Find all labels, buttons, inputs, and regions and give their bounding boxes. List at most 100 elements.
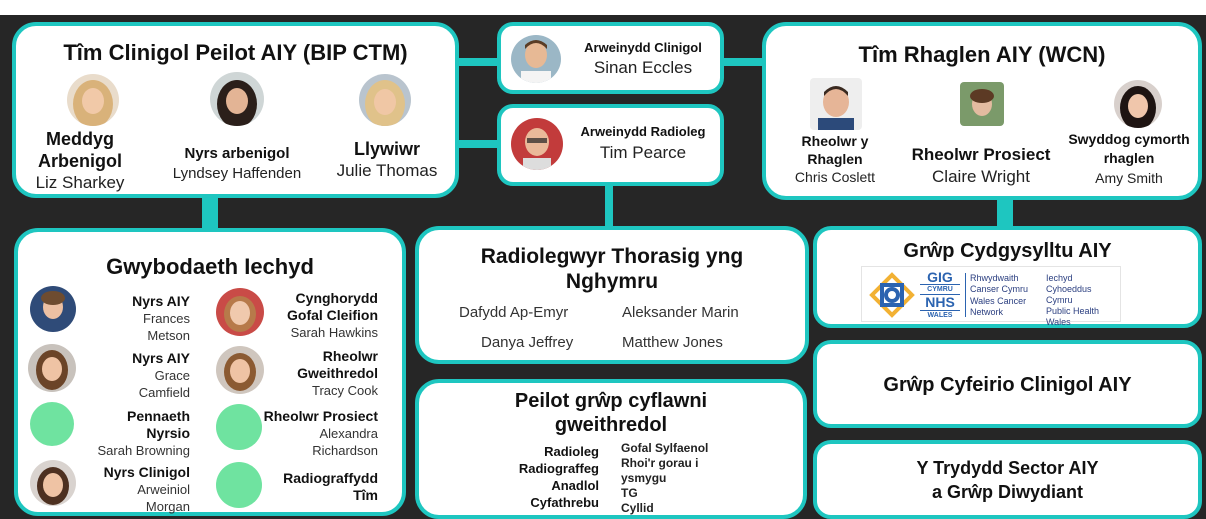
staff-role: Radiograffydd Tîm — [283, 470, 378, 503]
pilot-area-list: Radioleg Radiograffeg Anadlol Cyfathrebu — [479, 443, 599, 511]
health-intelligence-box: Gwybodaeth Iechyd Nyrs AIY Frances Metso… — [14, 228, 406, 516]
staff-name: Tracy Cook — [312, 383, 378, 398]
connector — [457, 140, 500, 148]
staff-member: Cynghorydd Gofal Cleifion Sarah Hawkins — [266, 290, 378, 341]
network-en-text: Wales Cancer Network — [970, 296, 1027, 317]
team-member: Meddyg Arbenigol Liz Sharkey — [16, 128, 144, 194]
cancer-network-logo: Rhwydwaith Canser Cymru Wales Cancer Net… — [970, 273, 1042, 318]
coordination-group-box: Grŵp Cydgysylltu AIY GIG CYMRU NHS WALES… — [813, 226, 1202, 328]
team-member: Rheolwr Prosiect Claire Wright — [906, 144, 1056, 188]
cymru-text: CYMRU — [920, 284, 960, 295]
pilot-area: Rhoi'r gorau i ysmygu — [621, 456, 699, 485]
connector — [997, 198, 1013, 230]
pilot-area: Radioleg — [544, 444, 599, 459]
pilot-area: TG — [621, 486, 638, 500]
partner-logos: GIG CYMRU NHS WALES Rhwydwaith Canser Cy… — [861, 266, 1121, 327]
gig-text: GIG — [927, 269, 953, 285]
staff-member: Rheolwr Gweithredol Tracy Cook — [266, 348, 378, 399]
staff-role: Nyrs Clinigol — [103, 464, 190, 480]
photo-placeholder — [216, 404, 262, 450]
avatar — [210, 72, 264, 126]
lead-role: Arweinydd Radioleg — [580, 124, 706, 139]
staff-member: Rheolwr Prosiect Alexandra Richardson — [250, 408, 378, 459]
knot-logo-icon — [869, 272, 915, 318]
staff-name: Arweiniol Morgan — [137, 482, 190, 514]
wales-text: WALES — [920, 310, 960, 320]
avatar — [511, 118, 563, 170]
avatar — [216, 346, 264, 394]
avatar — [216, 288, 264, 336]
third-sector-box: Y Trydydd Sector AIY a Grŵp Diwydiant — [813, 440, 1202, 519]
team-member: Nyrs arbenigol Lyndsey Haffenden — [152, 144, 322, 184]
referral-group-box: Grŵp Cyfeirio Clinigol AIY — [813, 340, 1202, 428]
connector — [722, 58, 766, 66]
radiologist-name: Aleksander Marin — [622, 304, 739, 321]
member-role: Rheolwr y Rhaglen — [801, 133, 869, 167]
avatar — [67, 74, 119, 126]
staff-role: Nyrs AIY — [132, 350, 190, 366]
member-name: Liz Sharkey — [35, 173, 125, 192]
third-sector-line2: a Grŵp Diwydiant — [931, 482, 1084, 502]
clinical-team-box: Tîm Clinigol Peilot AIY (BIP CTM) Meddyg… — [12, 22, 459, 198]
member-role: Swyddog cymorth rhaglen — [1068, 131, 1190, 166]
pilot-area-list: Gofal Sylfaenol Rhoi'r gorau i ysmygu TG… — [621, 441, 731, 516]
staff-role: Cynghorydd Gofal Cleifion — [287, 290, 378, 323]
member-name: Julie Thomas — [336, 161, 438, 180]
avatar — [30, 286, 76, 332]
staff-member: Nyrs Clinigol Arweiniol Morgan — [78, 464, 190, 515]
lead-name: Sinan Eccles — [593, 58, 693, 77]
radiologist-name: Dafydd Ap-Emyr — [459, 304, 569, 321]
radiologists-title: Radiolegwyr Thorasig yng Nghymru — [480, 245, 744, 293]
staff-role: Rheolwr Gweithredol — [297, 348, 378, 381]
staff-name: Frances Metson — [143, 311, 190, 343]
avatar — [1114, 80, 1162, 128]
staff-member: Pennaeth Nyrsio Sarah Browning — [78, 408, 191, 459]
member-name: Lyndsey Haffenden — [172, 165, 302, 182]
pilot-group-box: Peilot grŵp cyflawni gweithredol Radiole… — [415, 379, 807, 519]
team-member: Rheolwr y Rhaglen Chris Coslett — [766, 132, 904, 186]
connector — [605, 184, 613, 230]
third-sector-title: Y Trydydd Sector AIY a Grŵp Diwydiant — [817, 456, 1198, 504]
referral-group-title: Grŵp Cyfeirio Clinigol AIY — [883, 374, 1132, 396]
connector — [457, 58, 500, 66]
avatar — [28, 344, 76, 392]
member-name: Chris Coslett — [794, 169, 876, 185]
third-sector-line1: Y Trydydd Sector AIY — [916, 458, 1099, 478]
coordination-group-title: Grŵp Cydgysylltu AIY — [903, 240, 1112, 262]
staff-name: Grace Camfield — [138, 368, 190, 400]
pilot-area: Gofal Sylfaenol — [621, 441, 709, 455]
staff-member: Nyrs AIY Grace Camfield — [78, 350, 190, 401]
staff-role: Nyrs AIY — [132, 293, 190, 309]
radiologists-box: Radiolegwyr Thorasig yng Nghymru Dafydd … — [415, 226, 809, 364]
phw-cy-text: Iechyd Cyhoeddus Cymru — [1046, 273, 1092, 305]
lead-role: Arweinydd Clinigol — [584, 40, 702, 55]
team-member: Swyddog cymorth rhaglen Amy Smith — [1056, 130, 1202, 188]
health-intelligence-title: Gwybodaeth Iechyd — [106, 254, 314, 279]
staff-member: Nyrs AIY Frances Metson — [78, 293, 190, 344]
member-role: Llywiwr — [353, 139, 420, 159]
pilot-area: Cyfathrebu — [530, 495, 599, 510]
staff-member: Radiograffydd Tîm — [266, 470, 378, 504]
staff-name: Sarah Browning — [97, 443, 191, 458]
team-member: Llywiwr Julie Thomas — [322, 138, 452, 182]
avatar — [511, 35, 561, 83]
phw-logo: Iechyd Cyhoeddus Cymru Public Health Wal… — [1046, 273, 1118, 328]
pilot-group-title: Peilot grŵp cyflawni gweithredol — [514, 390, 708, 436]
photo-placeholder — [30, 402, 74, 446]
avatar — [810, 78, 862, 130]
member-role: Rheolwr Prosiect — [911, 145, 1051, 164]
programme-team-box: Tîm Rhaglen AIY (WCN) Rheolwr y Rhaglen … — [762, 22, 1202, 200]
member-role: Nyrs arbenigol — [184, 145, 290, 162]
staff-name: Alexandra Richardson — [312, 426, 378, 458]
radiologist-name: Matthew Jones — [622, 334, 723, 351]
member-role: Meddyg Arbenigol — [38, 129, 122, 171]
photo-placeholder — [216, 462, 262, 508]
lead-name: Tim Pearce — [599, 143, 687, 162]
member-name: Claire Wright — [932, 167, 1030, 186]
pilot-area: Anadlol — [551, 478, 599, 493]
network-cy-text: Rhwydwaith Canser Cymru — [970, 273, 1029, 294]
member-name: Amy Smith — [1095, 170, 1163, 186]
staff-name: Sarah Hawkins — [290, 325, 378, 340]
connector — [202, 196, 218, 230]
logo-divider — [965, 273, 966, 317]
